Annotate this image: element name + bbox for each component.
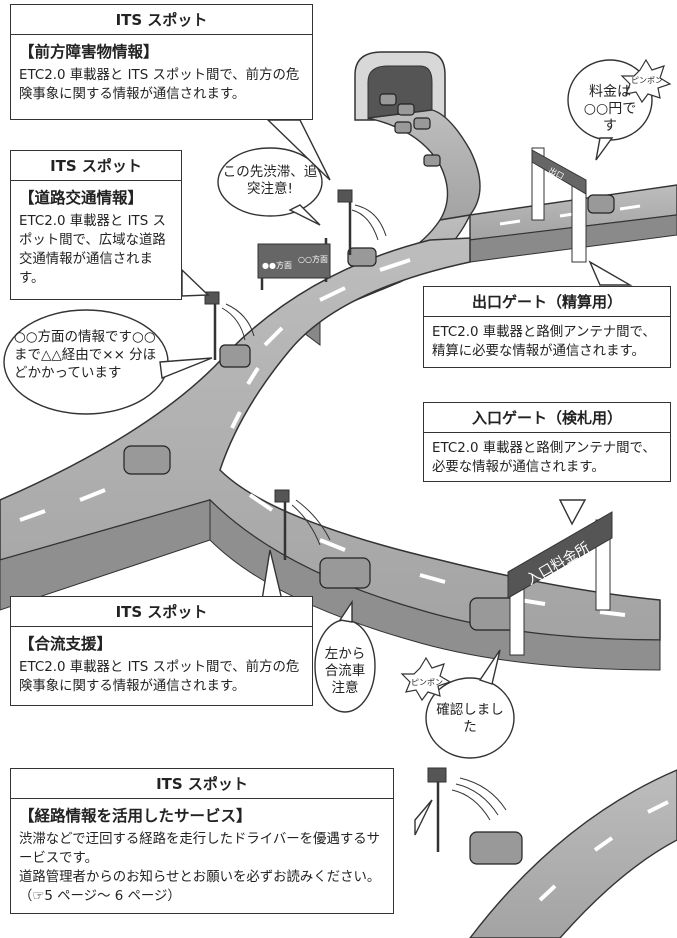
its-spot-route-title: ITS スポット [11,769,393,799]
its-spot-traffic-subtitle: 【道路交通情報】 [19,189,144,207]
tunnel [354,51,446,121]
direction-b-sign: ○○方面 [298,254,328,264]
its-spot-route-text-1: 渋滞などで迂回する経路を走行したドライバーを優遇するサービスです。 [19,832,381,866]
merge-warning-bubble: 左から合流車注意 [324,646,366,696]
exit-gate-box: 出口ゲート（精算用） ETC2.0 車載器と路側アンテナ間で、精算に必要な情報が… [423,286,671,368]
its-antennas [204,189,387,560]
jam-warning-bubble: この先渋滞、追突注意! [222,164,318,197]
its-spot-traffic-box: ITS スポット 【道路交通情報】 ETC2.0 車載器と ITS スポット間で… [10,150,182,300]
pinpon-label-top: ピンポン [631,76,663,85]
entry-gate-title: 入口ゲート（検札用） [424,403,670,433]
its-spot-merge-subtitle: 【合流支援】 [19,635,113,653]
route-info-bubble: ○○方面の情報です○○まで△△経由で×× 分ほどかかっています [14,329,157,381]
its-spot-obstacle-box: ITS スポット 【前方障害物情報】 ETC2.0 車載器と ITS スポット間… [10,4,313,120]
its-spot-route-text: 渋滞などで迂回する経路を走行したドライバーを優遇するサービスです。 道路管理者か… [11,828,393,906]
its-spot-route-box: ITS スポット 【経路情報を活用したサービス】 渋滞などで迂回する経路を走行し… [10,768,394,914]
confirm-bubble: 確認しました [436,702,504,735]
direction-a-sign: ●●方面 [262,260,292,270]
exit-gate-title: 出口ゲート（精算用） [424,287,670,317]
callout-tails [181,119,633,836]
fare-bubble: 料金は○○円です [583,84,637,134]
entry-gate-box: 入口ゲート（検札用） ETC2.0 車載器と路側アンテナ間で、必要な情報が通信さ… [423,402,671,482]
entry-gate-text: ETC2.0 車載器と路側アンテナ間で、必要な情報が通信されます。 [432,441,656,475]
its-spot-obstacle-text: ETC2.0 車載器と ITS スポット間で、前方の危険事象に関する情報が通信さ… [19,68,300,102]
lower-road [427,767,677,938]
exit-gate-text: ETC2.0 車載器と路側アンテナ間で、精算に必要な情報が通信されます。 [432,325,656,359]
entry-gate [507,511,613,656]
cars [123,93,615,865]
bubble-shapes [3,59,653,759]
its-spot-route-subtitle: 【経路情報を活用したサービス】 [19,807,252,825]
its-spot-traffic-text: ETC2.0 車載器と ITS スポット間で、広域な道路交通情報が通信されます。 [19,214,166,286]
direction-sign [257,238,331,290]
pinpon-burst-shapes [400,58,672,702]
its-spot-obstacle-subtitle: 【前方障害物情報】 [19,43,159,61]
its-spot-merge-title: ITS スポット [11,597,312,627]
its-spot-traffic-title: ITS スポット [11,151,181,181]
its-spot-merge-text: ETC2.0 車載器と ITS スポット間で、前方の危険事象に関する情報が通信さ… [19,660,300,694]
its-spot-obstacle-title: ITS スポット [11,5,312,35]
its-spot-route-text-2: 道路管理者からのお知らせとお願いを必ずお読みください。（☞5 ページ～ 6 ペー… [19,870,381,904]
pinpon-label-bottom: ピンポン [411,678,443,687]
exit-gate [531,147,587,263]
its-spot-merge-box: ITS スポット 【合流支援】 ETC2.0 車載器と ITS スポット間で、前… [10,596,313,706]
